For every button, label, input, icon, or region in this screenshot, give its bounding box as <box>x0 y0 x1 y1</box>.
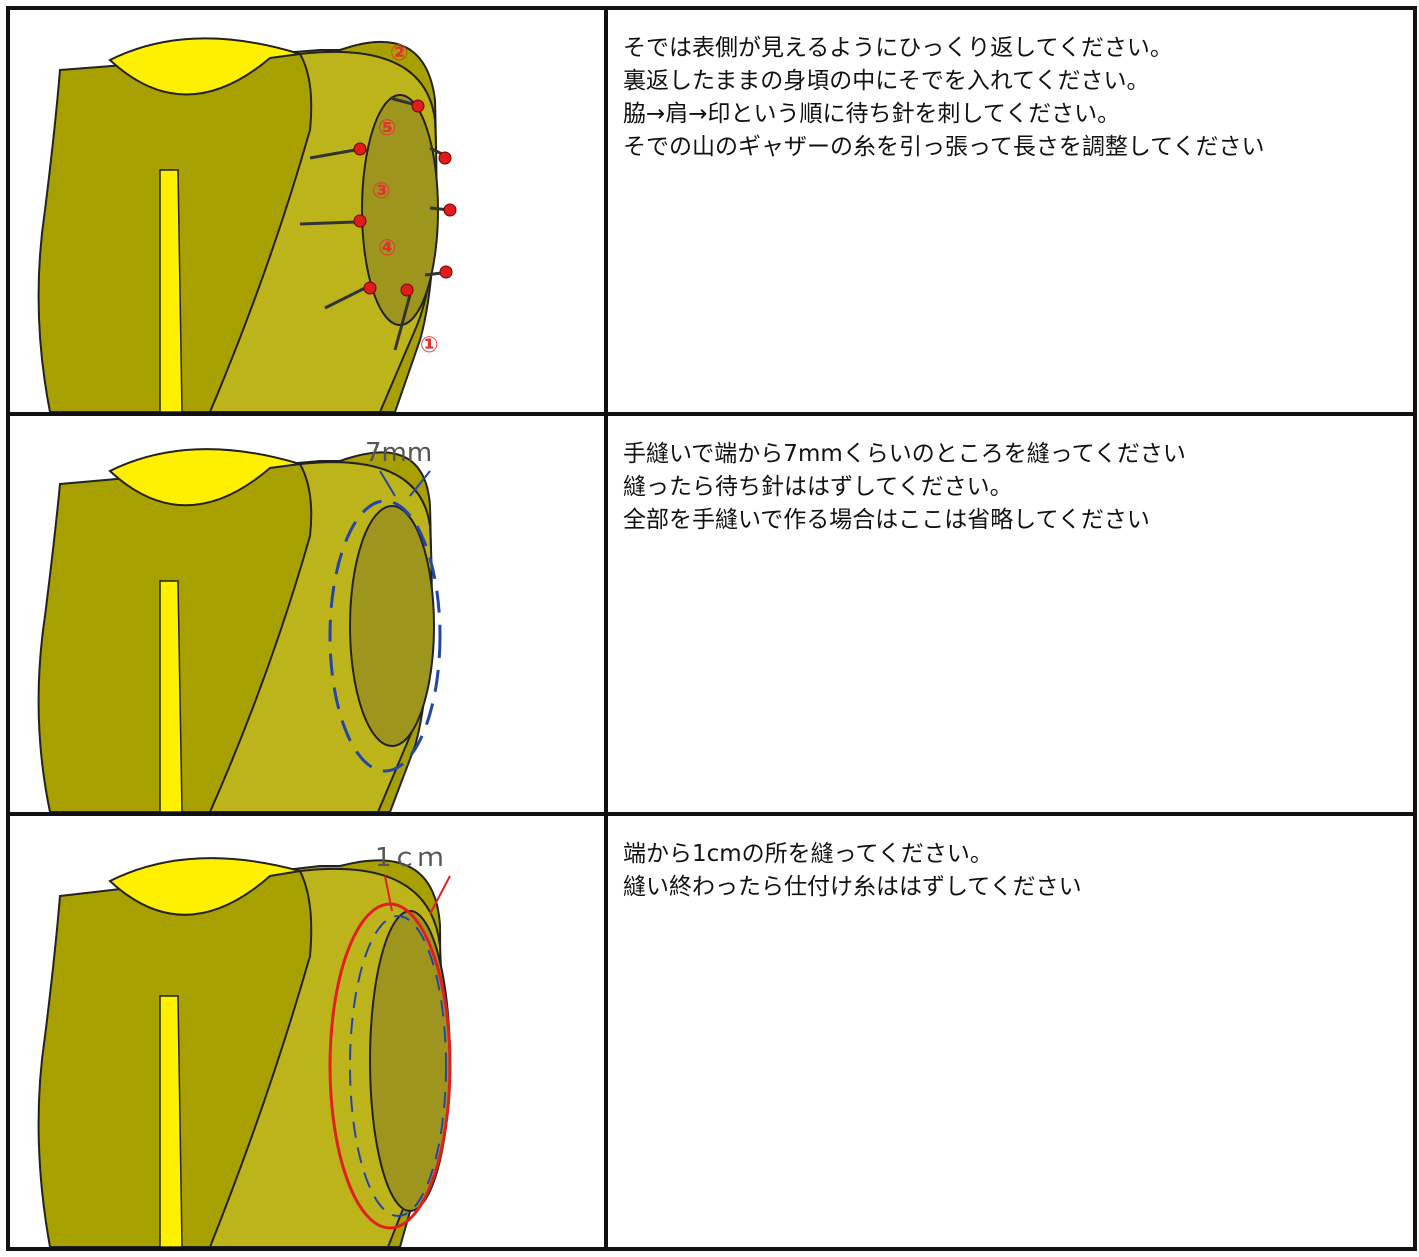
step-3-text: 端から1cmの所を縫ってください。 縫い終わったら仕付け糸ははずしてください <box>604 812 1417 1251</box>
vest-basted-sleeve-figure: 7mm <box>37 438 442 810</box>
measure-label-1cm: 1ｃｍ <box>375 843 444 873</box>
step-2-line-2: 縫ったら待ち針ははずしてください。 <box>623 474 1013 500</box>
step-row-2: 7mm 手縫いで端から7mmくらいのところを縫ってください 縫ったら待ち針ははず… <box>6 412 1417 816</box>
callout-1: ① <box>420 333 439 358</box>
step-1-line-1: そでは表側が見えるようにひっくり返してください。 <box>623 35 1173 61</box>
callout-3: ③ <box>372 179 391 204</box>
vest-front-placket <box>159 580 183 810</box>
step-1-line-3: 脇→肩→印という順に待ち針を刺してください。 <box>623 101 1121 127</box>
step-2-line-3: 全部を手縫いで作る場合はここは省略してください <box>623 507 1150 533</box>
callout-2: ② <box>390 41 409 66</box>
vest-front-placket <box>159 995 183 1245</box>
step-1-line-4: そでの山のギャザーの糸を引っ張って長さを調整してください <box>623 134 1265 160</box>
step-2-illustration: 7mm <box>6 412 608 816</box>
callout-5: ⑤ <box>378 116 397 141</box>
measure-lines <box>379 470 431 497</box>
step-2-line-1: 手縫いで端から7mmくらいのところを縫ってください <box>623 441 1186 467</box>
callout-4: ④ <box>378 236 397 261</box>
vest-sewn-sleeve-figure: 1ｃｍ <box>37 843 452 1245</box>
blue-basting-stitch <box>328 499 442 773</box>
step-row-3: 1ｃｍ 端から1cmの所を縫ってください。 縫い終わったら仕付け糸ははずしてくだ… <box>6 812 1417 1251</box>
blue-basting-stitch <box>349 915 447 1217</box>
step-1-line-2: 裏返したままの身頃の中にそでを入れてください。 <box>623 68 1150 94</box>
step-row-1: ② ⑤ ③ ④ ① そでは表側が見えるようにひっくり返してください。 裏返したま… <box>6 6 1417 416</box>
measure-lines <box>384 875 451 915</box>
vest-neckline-lining <box>108 857 301 916</box>
instruction-table: ② ⑤ ③ ④ ① そでは表側が見えるようにひっくり返してください。 裏返したま… <box>6 6 1417 1251</box>
step-3-line-2: 縫い終わったら仕付け糸ははずしてください <box>623 874 1082 900</box>
armhole-opening <box>349 505 435 747</box>
measure-label-7mm: 7mm <box>365 438 432 468</box>
vest-neckline-lining <box>108 448 301 507</box>
vest-pinned-sleeve-figure: ② ⑤ ③ ④ ① <box>37 37 457 410</box>
step-2-text: 手縫いで端から7mmくらいのところを縫ってください 縫ったら待ち針ははずしてくだ… <box>604 412 1417 816</box>
step-1-text: そでは表側が見えるようにひっくり返してください。 裏返したままの身頃の中にそでを… <box>604 6 1417 416</box>
step-3-line-1: 端から1cmの所を縫ってください。 <box>623 841 993 867</box>
step-3-illustration: 1ｃｍ <box>6 812 608 1251</box>
vest-front-placket <box>159 169 183 410</box>
step-1-illustration: ② ⑤ ③ ④ ① <box>6 6 608 416</box>
pin-heads <box>353 99 457 297</box>
